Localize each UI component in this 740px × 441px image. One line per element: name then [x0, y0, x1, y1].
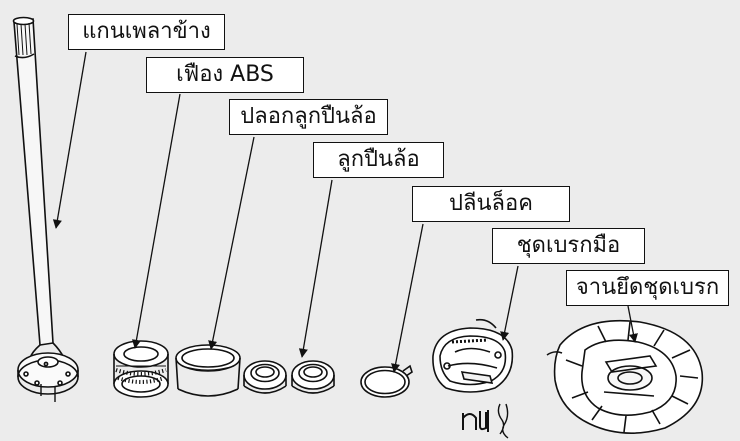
abs-tone-ring-icon	[113, 340, 169, 398]
leader-lines	[52, 51, 638, 373]
label-bearing-sleeve: ปลอกลูกปืนล้อ	[229, 99, 388, 135]
wheel-bearing-pair-icon	[243, 360, 335, 394]
label-abs-ring: เฟือง ABS	[146, 57, 304, 93]
brake-backing-plate-icon	[546, 319, 704, 434]
label-wheel-bearing: ลูกปืนล้อ	[313, 142, 444, 178]
brake-shoe-set-icon	[432, 318, 514, 393]
label-brake-backing-plate: จานยึดชุดเบรก	[566, 270, 729, 306]
axle-shaft-icon	[12, 16, 79, 402]
label-lock-ring: ปลีนล็อค	[412, 186, 570, 222]
label-parking-brake-shoe: ชุดเบรกมือ	[492, 228, 645, 264]
spring-clips-icon	[462, 403, 509, 439]
lock-ring-icon	[360, 364, 413, 398]
leader-sleeve	[208, 136, 255, 350]
label-axle: แกนเพลาข้าง	[68, 14, 225, 50]
leader-abs	[131, 93, 181, 349]
leader-shoe	[500, 265, 519, 341]
leader-axle	[52, 51, 87, 229]
leader-plate	[627, 305, 638, 343]
leader-bearing	[298, 179, 333, 358]
leader-lock	[391, 223, 424, 373]
bearing-sleeve-icon	[175, 344, 241, 397]
